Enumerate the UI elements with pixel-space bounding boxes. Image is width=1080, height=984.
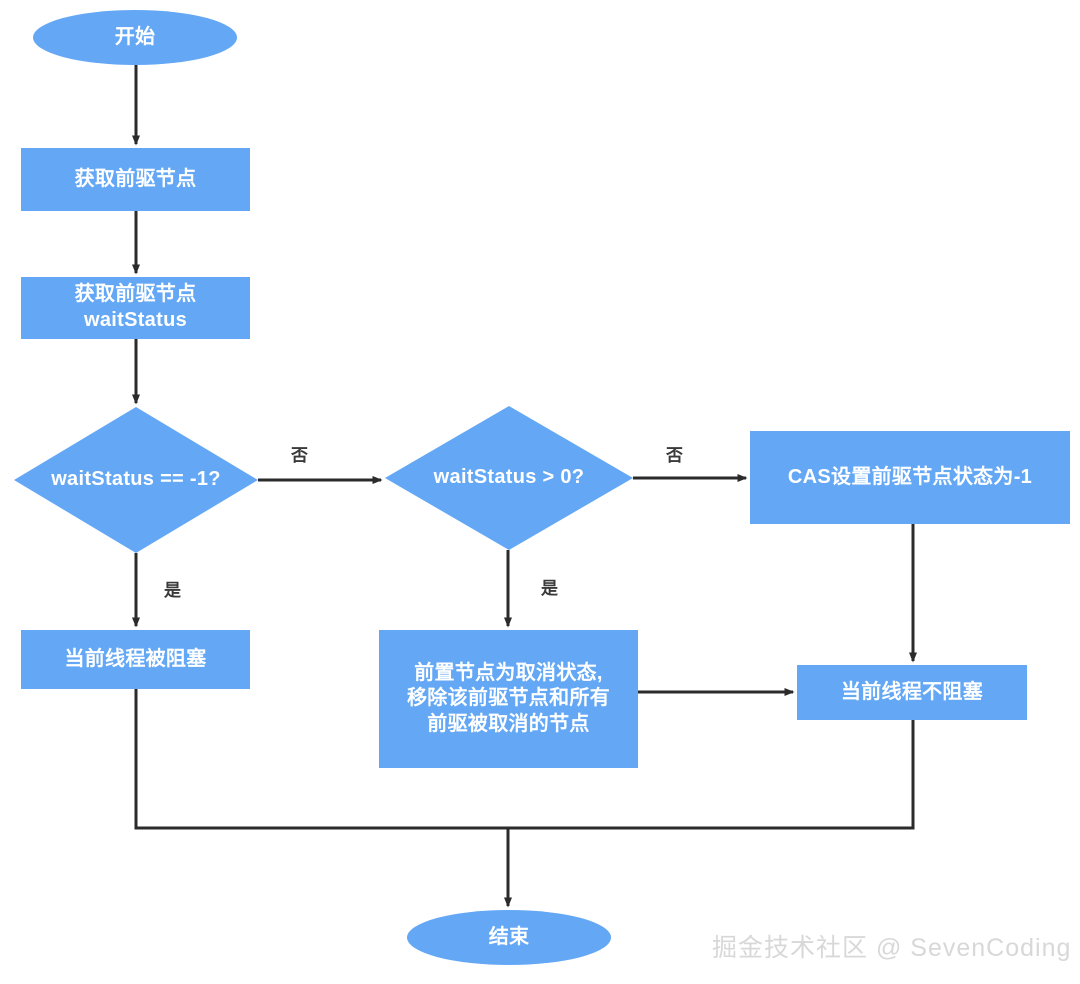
edge-label-yes-decision2: 是: [541, 579, 558, 598]
node-remove-cancelled-predecessors-label: 前置节点为取消状态, 移除该前驱节点和所有 前驱被取消的节点: [407, 661, 610, 735]
node-remove-cancelled-predecessors[interactable]: 前置节点为取消状态, 移除该前驱节点和所有 前驱被取消的节点: [379, 630, 638, 768]
edge-not-blocked-to-end: [508, 720, 915, 830]
node-cas-set-predecessor-status[interactable]: CAS设置前驱节点状态为-1: [750, 431, 1070, 524]
node-start-label: 开始: [114, 25, 156, 48]
node-current-thread-not-blocked[interactable]: 当前线程不阻塞: [797, 665, 1027, 720]
node-decision-waitstatus-greater-than-zero-label: waitStatus > 0?: [433, 466, 585, 489]
node-decision-waitstatus-equals-minus1[interactable]: waitStatus == -1?: [14, 407, 258, 553]
node-decision-waitstatus-greater-than-zero[interactable]: waitStatus > 0?: [385, 406, 633, 550]
watermark: 掘金技术社区 @ SevenCoding: [712, 934, 1072, 962]
node-current-thread-blocked-label: 当前线程被阻塞: [64, 647, 207, 670]
node-start[interactable]: 开始: [33, 10, 237, 65]
node-current-thread-not-blocked-label: 当前线程不阻塞: [840, 680, 984, 703]
node-end[interactable]: 结束: [407, 910, 611, 965]
node-get-waitstatus-label: 获取前驱节点 waitStatus: [74, 283, 197, 331]
edge-label-no-decision1: 否: [291, 446, 308, 465]
node-end-label: 结束: [488, 925, 530, 948]
node-cas-set-predecessor-status-label: CAS设置前驱节点状态为-1: [787, 465, 1033, 488]
node-decision-waitstatus-equals-minus1-label: waitStatus == -1?: [51, 468, 221, 491]
node-get-waitstatus[interactable]: 获取前驱节点 waitStatus: [21, 277, 250, 339]
node-get-predecessor[interactable]: 获取前驱节点: [21, 148, 250, 211]
edge-label-yes-decision1: 是: [164, 581, 181, 600]
edge-label-no-decision2: 否: [666, 446, 683, 465]
node-current-thread-blocked[interactable]: 当前线程被阻塞: [21, 630, 250, 689]
node-get-predecessor-label: 获取前驱节点: [74, 167, 197, 190]
edge-blocked-to-end: [134, 689, 508, 830]
